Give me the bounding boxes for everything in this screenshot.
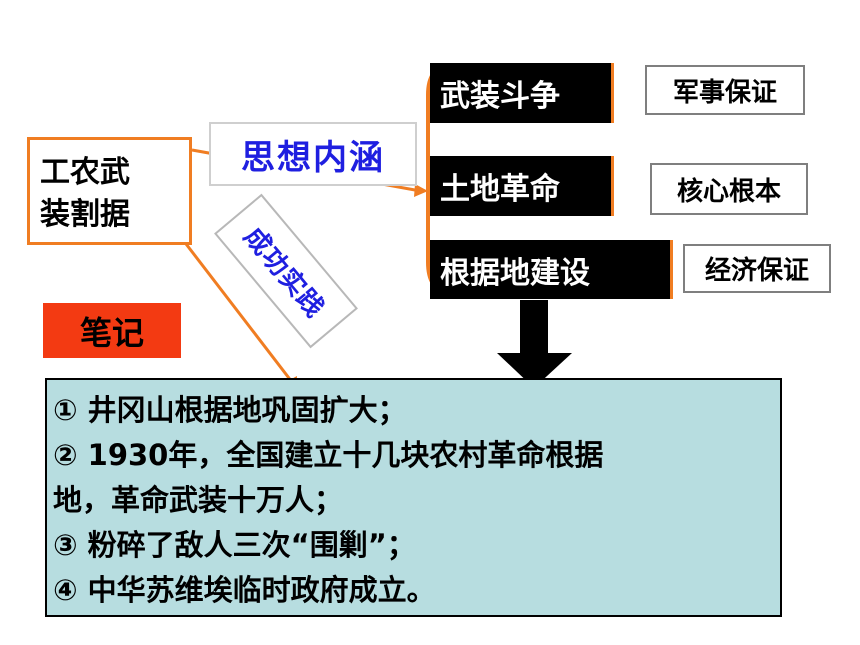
content-line: ② 1930年，全国建立十几块农村革命根据 — [53, 438, 604, 472]
main-concept-box: 工农武 装割据 — [27, 137, 192, 245]
main-concept-line1: 工农武 — [40, 155, 130, 190]
connector-label: 思想内涵 — [209, 122, 417, 186]
tag-economic-guarantee: 经济保证 — [683, 244, 831, 293]
tag-military-guarantee: 军事保证 — [645, 65, 805, 115]
main-concept-line2: 装割据 — [40, 197, 130, 232]
content-line: ④ 中华苏维埃临时政府成立。 — [53, 573, 436, 607]
branch-land-revolution: 土地革命 — [430, 156, 614, 216]
content-box: ① 井冈山根据地巩固扩大； ② 1930年，全国建立十几块农村革命根据 地，革命… — [45, 378, 782, 617]
notes-label: 笔记 — [43, 303, 181, 358]
tag-core-root: 核心根本 — [650, 163, 808, 215]
content-line: ① 井冈山根据地巩固扩大； — [53, 393, 407, 427]
branch-armed-struggle: 武装斗争 — [430, 63, 614, 123]
content-line: ③ 粉碎了敌人三次“围剿”； — [53, 528, 416, 562]
content-line: 地，革命武装十万人； — [53, 483, 344, 517]
branch-base-building: 根据地建设 — [430, 240, 673, 299]
